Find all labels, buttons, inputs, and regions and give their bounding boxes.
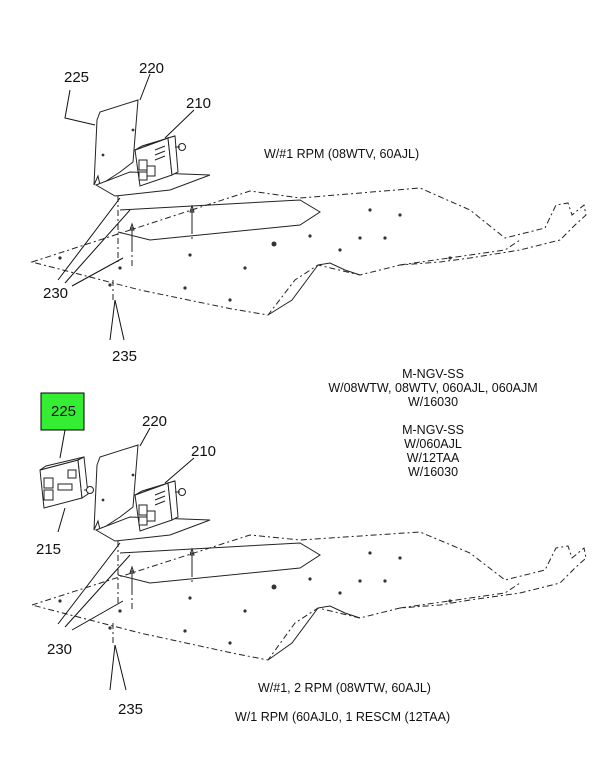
note-block2-line3: W/12TAA (407, 451, 460, 465)
bottom-leader-210 (164, 457, 195, 484)
top-caption: W/#1 RPM (08WTV, 60AJL) (264, 147, 419, 161)
top-floor-rail (399, 239, 521, 266)
top-leader-210 (164, 109, 195, 139)
bottom-studs (112, 541, 195, 643)
top-floor-fasteners (58, 208, 452, 302)
bottom-callout-210: 210 (191, 443, 216, 460)
note-block1-line1: M-NGV-SS (402, 367, 464, 381)
bottom-leader-230 (57, 542, 131, 631)
note-block1-line2: W/08WTW, 08WTV, 060AJL, 060AJM (328, 381, 537, 395)
bottom-module-210 (134, 480, 186, 532)
note-block2-line1: M-NGV-SS (402, 423, 464, 437)
bottom-callout-220: 220 (142, 413, 167, 430)
note-block2-line4: W/16030 (408, 465, 458, 479)
bottom-module-215 (39, 456, 94, 509)
bottom-floor-lip (267, 607, 319, 661)
bottom-leader-235 (109, 644, 127, 691)
top-floor-panel (30, 187, 587, 316)
bottom-assembly: 225 220 210 215 230 235 W/#1, 2 RPM (08W… (30, 392, 587, 724)
top-bracket-base (94, 171, 211, 197)
top-floor-rib (117, 199, 321, 241)
top-assembly: 225 220 210 230 235 W/#1 RPM (08WTV, 60A… (30, 60, 587, 365)
bottom-floor-fasteners (58, 551, 452, 645)
top-leader-230 (57, 197, 131, 287)
note-block2-line2: W/060AJL (404, 437, 462, 451)
highlight-box-225[interactable] (40, 392, 85, 431)
top-callout-235: 235 (112, 348, 137, 365)
bottom-floor-rib (117, 542, 321, 584)
top-leader-235 (109, 299, 125, 341)
bottom-leader-225 (59, 429, 66, 459)
notes-block: M-NGV-SS W/08WTW, 08WTV, 060AJL, 060AJM … (328, 367, 537, 479)
top-floor-step (317, 262, 361, 276)
top-floor-lip (267, 264, 319, 316)
top-callout-230: 230 (43, 285, 68, 302)
note-block1-line3: W/16030 (408, 395, 458, 409)
bottom-callout-235: 235 (118, 701, 143, 718)
top-module-210 (134, 135, 186, 187)
top-callout-225: 225 (64, 69, 89, 86)
bottom-caption-2: W/1 RPM (60AJL0, 1 RESCM (12TAA) (235, 710, 450, 724)
top-leader-225 (64, 89, 96, 126)
top-callout-220: 220 (139, 60, 164, 77)
bottom-callout-225[interactable]: 225 (51, 403, 76, 420)
bottom-callout-215: 215 (36, 541, 61, 558)
top-callout-210: 210 (186, 95, 211, 112)
top-studs (112, 196, 195, 300)
bottom-floor-step (317, 605, 361, 619)
bottom-bracket-base (94, 516, 211, 542)
top-bracket-220 (93, 99, 139, 186)
bottom-bracket-220 (93, 444, 139, 531)
bottom-leader-215 (57, 507, 66, 533)
bottom-leader-220 (139, 427, 151, 447)
bottom-floor-panel (30, 531, 587, 661)
bottom-caption-1: W/#1, 2 RPM (08WTW, 60AJL) (258, 681, 431, 695)
top-leader-220 (139, 73, 151, 101)
bottom-callout-230: 230 (47, 641, 72, 658)
